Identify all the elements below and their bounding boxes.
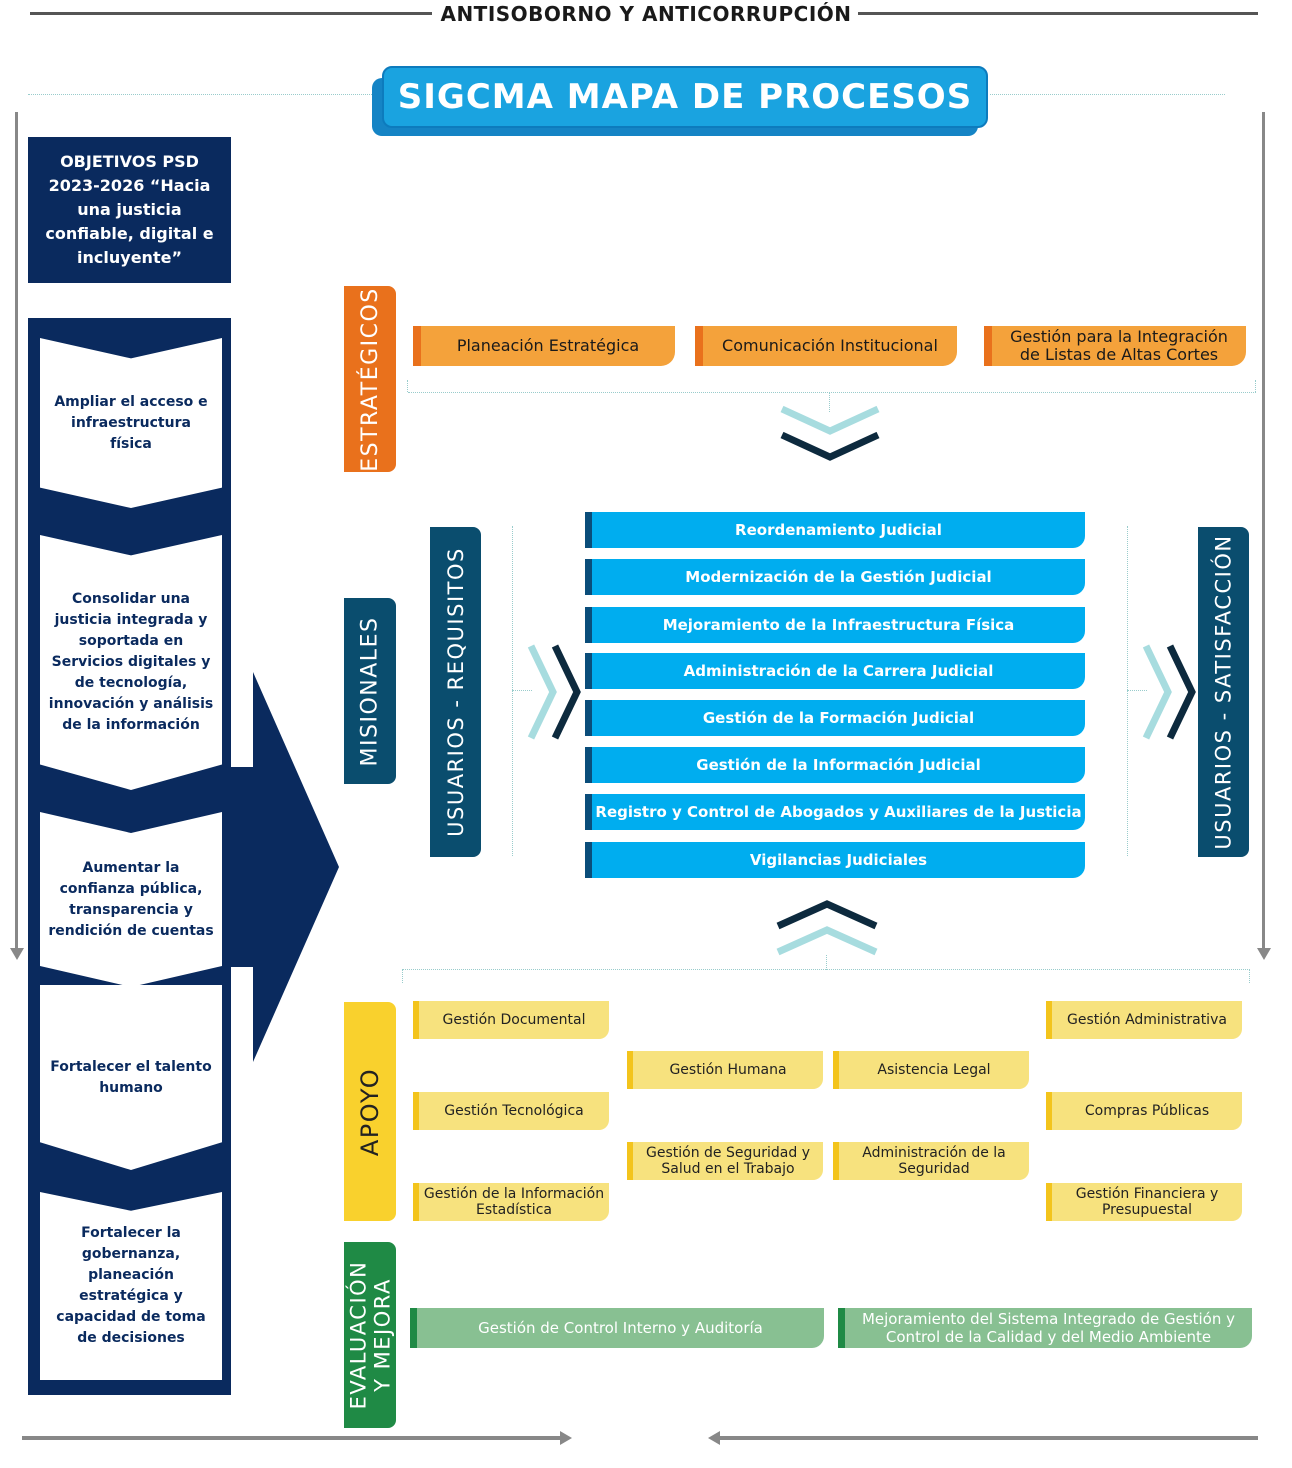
objective-item-4: Fortalecer el talento humano xyxy=(40,985,222,1170)
strategic-process-3: Gestión para la Integración de Listas de… xyxy=(984,326,1246,366)
objective-item-1: Ampliar el acceso e infraestructura físi… xyxy=(40,338,222,508)
missional-process-4: Administración de la Carrera Judicial xyxy=(585,653,1085,689)
chevron-right-icon-2 xyxy=(1142,644,1196,740)
banner-dotline-left xyxy=(28,94,372,95)
support-process-4: Gestión Humana xyxy=(627,1051,823,1089)
category-tab-support: APOYO xyxy=(344,1002,396,1221)
page-title: SIGCMA MAPA DE PROCESOS xyxy=(382,66,988,128)
header-title: ANTISOBORNO Y ANTICORRUPCIÓN xyxy=(0,2,1292,26)
category-tab-missional: MISIONALES xyxy=(344,598,396,784)
objectives-big-arrow-icon xyxy=(229,672,339,1062)
support-dotline xyxy=(402,969,1250,970)
strategic-process-2: Comunicación Institucional xyxy=(695,326,957,366)
support-process-2: Gestión Tecnológica xyxy=(413,1092,609,1130)
objective-item-3: Aumentar la confianza pública, transpare… xyxy=(40,812,222,987)
frame-arrowhead-left-icon xyxy=(10,948,24,960)
objectives-title: OBJETIVOS PSD 2023-2026 “Hacia una justi… xyxy=(28,137,231,283)
objective-item-2: Consolidar una justicia integrada y sopo… xyxy=(40,535,222,790)
support-dotline-end-left xyxy=(402,969,403,983)
support-connector xyxy=(826,955,827,970)
frame-line-bottom-right xyxy=(718,1436,1258,1440)
frame-arrowhead-bottom-left-icon xyxy=(560,1431,572,1445)
frame-arrowhead-bottom-right-icon xyxy=(708,1431,720,1445)
strategic-connector xyxy=(829,392,830,412)
banner-dotline-right xyxy=(990,94,1225,95)
satisfaction-connector xyxy=(1127,690,1147,691)
frame-line-bottom-left xyxy=(22,1436,562,1440)
requirements-connector xyxy=(512,690,532,691)
evaluation-process-2: Mejoramiento del Sistema Integrado de Ge… xyxy=(838,1308,1252,1348)
support-process-3: Gestión de la Información Estadística xyxy=(413,1183,609,1221)
users-satisfaction-tab: USUARIOS - SATISFACCIÓN xyxy=(1198,527,1249,857)
objective-item-5: Fortalecer la gobernanza, planeación est… xyxy=(40,1192,222,1380)
missional-process-5: Gestión de la Formación Judicial xyxy=(585,700,1085,736)
support-process-5: Gestión de Seguridad y Salud en el Traba… xyxy=(627,1142,823,1180)
chevron-right-icon xyxy=(527,644,581,740)
support-process-10: Gestión Financiera y Presupuestal xyxy=(1046,1183,1242,1221)
strategic-dotline-end-left xyxy=(407,380,408,392)
header-rule-right xyxy=(858,12,1258,15)
header-rule-left xyxy=(30,12,432,15)
frame-line-right xyxy=(1262,112,1265,954)
category-tab-strategic: ESTRATÉGICOS xyxy=(344,286,396,472)
support-process-6: Asistencia Legal xyxy=(833,1051,1029,1089)
support-process-8: Gestión Administrativa xyxy=(1046,1001,1242,1039)
missional-process-2: Modernización de la Gestión Judicial xyxy=(585,559,1085,595)
support-process-7: Administración de la Seguridad xyxy=(833,1142,1029,1180)
missional-process-3: Mejoramiento de la Infraestructura Físic… xyxy=(585,607,1085,643)
evaluation-process-1: Gestión de Control Interno y Auditoría xyxy=(410,1308,824,1348)
requirements-bracket xyxy=(512,526,513,856)
frame-arrowhead-right-icon xyxy=(1257,948,1271,960)
missional-process-6: Gestión de la Información Judicial xyxy=(585,747,1085,783)
satisfaction-bracket xyxy=(1127,526,1128,856)
support-process-1: Gestión Documental xyxy=(413,1001,609,1039)
support-process-9: Compras Públicas xyxy=(1046,1092,1242,1130)
users-requirements-tab: USUARIOS - REQUISITOS xyxy=(430,527,481,857)
strategic-process-1: Planeación Estratégica xyxy=(413,326,675,366)
strategic-dotline xyxy=(408,392,1256,393)
missional-process-8: Vigilancias Judiciales xyxy=(585,842,1085,878)
missional-process-7: Registro y Control de Abogados y Auxilia… xyxy=(585,794,1085,830)
missional-process-1: Reordenamiento Judicial xyxy=(585,512,1085,548)
strategic-dotline-end-right xyxy=(1255,380,1256,392)
chevron-up-icon xyxy=(776,900,878,956)
chevron-down-icon xyxy=(780,405,880,461)
category-tab-evaluation: EVALUACIÓN Y MEJORA xyxy=(344,1242,396,1428)
support-dotline-end-right xyxy=(1249,969,1250,983)
frame-line-left xyxy=(15,112,18,954)
